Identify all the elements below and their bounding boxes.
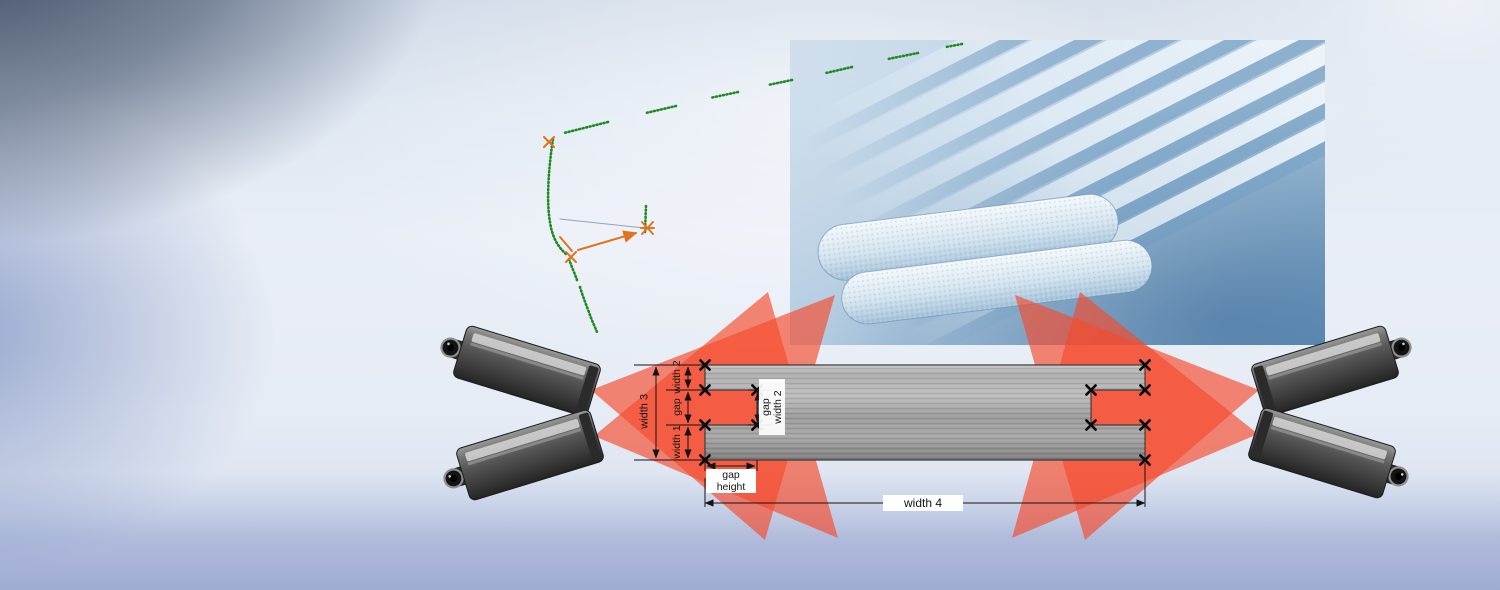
laser-fans xyxy=(591,292,1259,540)
laser-scanner-bottom-right xyxy=(1246,405,1417,506)
laser-scanner-top-left xyxy=(432,318,603,419)
profile-3d-render xyxy=(790,40,1325,345)
measure-arrow xyxy=(577,230,638,251)
dim-label-gap-height: gap height xyxy=(706,469,756,494)
trace-measurement-marks xyxy=(543,136,655,263)
dim-label-gap-width2-line1: gap xyxy=(759,398,772,416)
dim-label-gap-width2-line2: width 2 xyxy=(772,390,784,424)
dim-label-width3: width 3 xyxy=(638,393,651,429)
trace-baseline xyxy=(559,218,645,229)
dim-label-width4: width 4 xyxy=(883,495,963,511)
scan-profile-trace xyxy=(543,42,964,334)
dim-label-width1: width 1 xyxy=(670,425,683,459)
dim-label-gap-width2: gap width 2 xyxy=(758,379,786,436)
foam-profile-bars xyxy=(817,193,1153,325)
dim-label-gap-height-line1: gap xyxy=(722,469,740,481)
laser-scanner-bottom-left xyxy=(435,407,606,508)
measure-star xyxy=(640,221,655,235)
laser-fan-bottom-left xyxy=(594,292,838,538)
measure-cross-top xyxy=(543,136,555,148)
trace-groove-profile xyxy=(546,137,648,334)
dim-label-gap-height-line2: height xyxy=(716,481,746,494)
trace-step-dashes xyxy=(562,42,964,135)
measure-cross-valley xyxy=(565,251,577,263)
measure-tick xyxy=(559,236,573,252)
laser-fan-bottom-right xyxy=(1012,292,1258,538)
